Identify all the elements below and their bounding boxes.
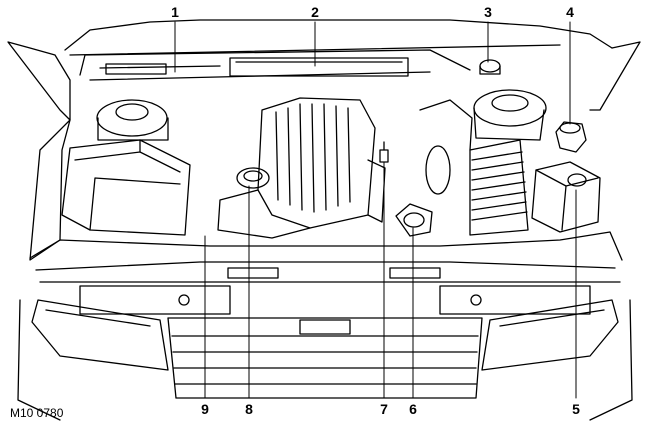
washer-reservoir-cap — [479, 59, 501, 75]
front-grille — [167, 317, 483, 399]
bumper — [17, 299, 633, 421]
callout-6: 6 — [409, 401, 417, 417]
callout-5: 5 — [572, 401, 580, 417]
oil-filler-cap — [236, 167, 270, 189]
callout-1: 1 — [171, 4, 179, 20]
headlamps — [31, 299, 619, 371]
sensor-connector — [379, 141, 389, 163]
right-strut-tower — [473, 89, 547, 141]
brake-fluid-reservoir — [555, 121, 587, 153]
reservoir-cap — [395, 203, 433, 237]
callout-2: 2 — [311, 4, 319, 20]
callout-9: 9 — [201, 401, 209, 417]
fuse-box — [531, 161, 601, 233]
callout-8: 8 — [245, 401, 253, 417]
engine-plenum — [217, 97, 386, 239]
left-strut-tower — [29, 99, 169, 261]
callout-4: 4 — [566, 4, 574, 20]
air-filter-box — [61, 139, 191, 236]
leader-lines — [174, 21, 577, 399]
radiator-support — [29, 231, 623, 315]
callout-3: 3 — [484, 4, 492, 20]
callout-7: 7 — [380, 401, 388, 417]
intake-hose — [419, 99, 529, 236]
figure-code: M10 0780 — [10, 406, 64, 420]
pollen-filter-area — [99, 57, 409, 77]
